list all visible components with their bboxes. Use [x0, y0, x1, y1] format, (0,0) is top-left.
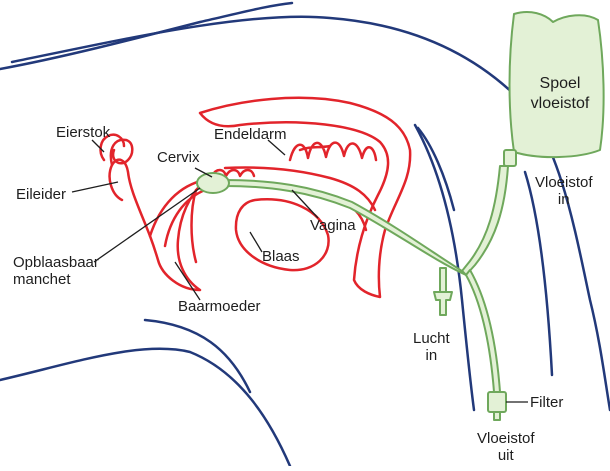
label-vloeistof-in: Vloeistof in	[535, 174, 593, 208]
air-line	[440, 268, 446, 292]
label-eileider: Eileider	[16, 186, 66, 203]
belly-contour	[0, 349, 290, 466]
label-baarmoeder: Baarmoeder	[178, 298, 261, 315]
bag-line	[462, 166, 508, 275]
balloon-cuff	[197, 173, 229, 193]
filter	[488, 392, 506, 412]
air-valve	[434, 292, 452, 315]
label-blaas: Blaas	[262, 248, 300, 265]
label-endeldarm: Endeldarm	[214, 126, 287, 143]
label-lucht-in: Lucht in	[413, 330, 450, 364]
uterus-outer	[150, 180, 205, 290]
label-spoel-vloeistof: Spoel vloeistof	[518, 74, 602, 114]
outflow-line	[466, 270, 500, 392]
leader-baarmoeder	[175, 262, 200, 300]
uterine-horn	[110, 160, 150, 236]
leader-blaas	[250, 232, 262, 252]
label-eierstok: Eierstok	[56, 124, 110, 141]
filter-outlet	[494, 412, 500, 420]
bag-neck	[504, 150, 516, 166]
label-vagina: Vagina	[310, 217, 356, 234]
label-opblaasbaar-manchet: Opblaasbaar manchet	[13, 254, 99, 288]
leader-opblaasbaar	[94, 188, 200, 262]
rectum-folds	[290, 143, 376, 160]
label-cervix: Cervix	[157, 149, 200, 166]
uterus-loop	[192, 190, 197, 262]
label-vloeistof-uit: Vloeistof uit	[477, 430, 535, 464]
label-filter: Filter	[530, 394, 563, 411]
